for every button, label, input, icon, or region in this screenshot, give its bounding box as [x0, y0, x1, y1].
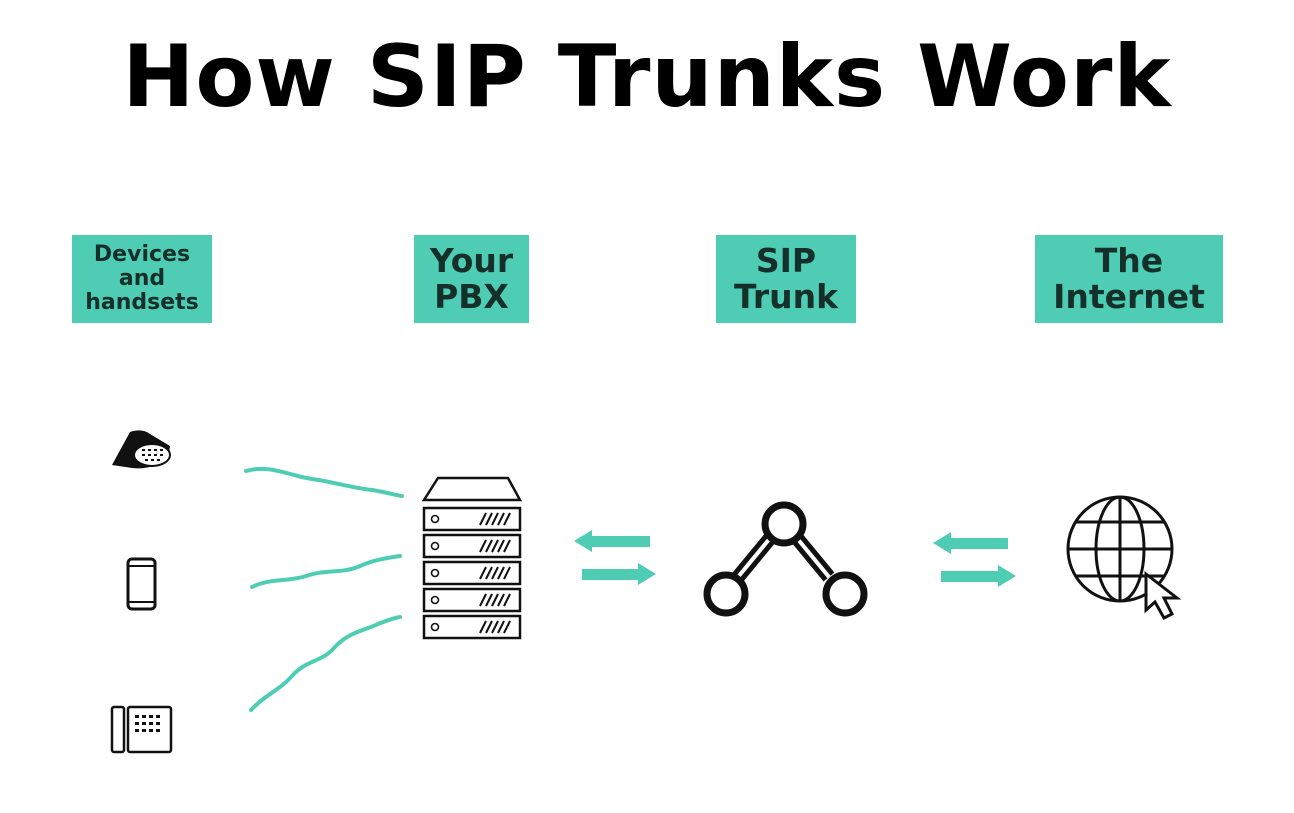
- page-title: How SIP Trunks Work: [122, 27, 1172, 127]
- arrow-right-icon: [941, 565, 1016, 587]
- arrow-right-icon: [582, 563, 656, 585]
- arrow-left-icon: [933, 532, 1008, 554]
- pbx-trunk-arrows: [574, 530, 656, 585]
- label-devices-and-handsets: Devices and handsets: [72, 235, 212, 323]
- label-your-pbx: Your PBX: [414, 235, 529, 323]
- label-sip-trunk: SIP Trunk: [716, 235, 856, 323]
- wave-line-top: [244, 466, 404, 498]
- device-connection-lines: [244, 466, 404, 712]
- sip-trunk-node-icon: [703, 501, 868, 617]
- server-rack-icon: [421, 476, 523, 640]
- mobile-phone-icon: [126, 557, 157, 611]
- conference-phone-icon: [112, 430, 171, 469]
- trunk-internet-arrows: [933, 532, 1016, 587]
- wave-line-bottom: [249, 615, 402, 712]
- wave-line-middle: [250, 554, 402, 589]
- globe-cursor-icon: [1066, 495, 1182, 620]
- desk-phone-icon: [110, 705, 173, 754]
- arrow-left-icon: [574, 530, 650, 552]
- label-the-internet: The Internet: [1035, 235, 1223, 323]
